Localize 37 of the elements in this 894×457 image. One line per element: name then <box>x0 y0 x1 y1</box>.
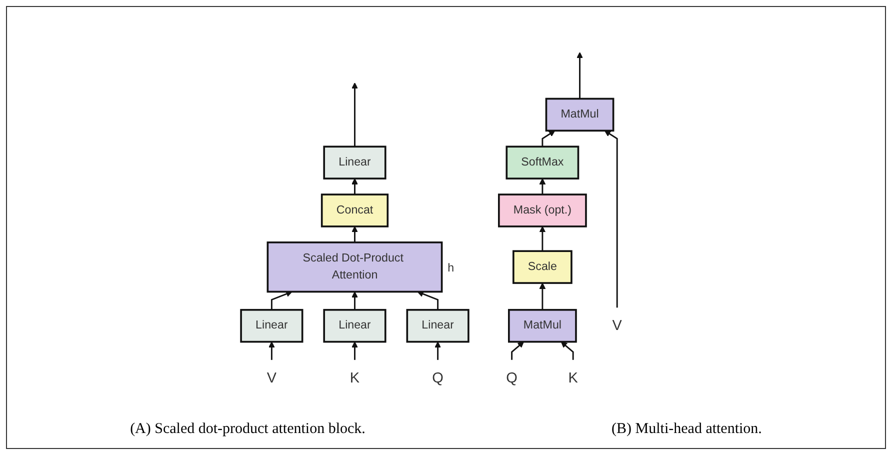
arrow <box>539 282 546 310</box>
arrow <box>352 178 358 194</box>
process-box: Linear <box>323 308 386 343</box>
arrow <box>511 342 524 360</box>
input-label: Q <box>432 370 444 386</box>
arrow <box>560 342 574 360</box>
input-label: V <box>612 318 622 334</box>
process-box: MatMul <box>545 98 614 132</box>
arrow <box>352 82 358 147</box>
process-box: Concat <box>320 194 389 228</box>
arrow <box>352 291 358 310</box>
arrow <box>539 226 546 252</box>
arrow <box>268 342 275 360</box>
process-box: Linear <box>323 146 386 180</box>
process-box: Scaled Dot-Product Attention <box>266 241 443 293</box>
process-box: Linear <box>240 308 304 343</box>
input-label: Q <box>506 370 518 386</box>
arrow <box>417 290 439 310</box>
process-box: SoftMax <box>506 146 580 180</box>
arrow <box>539 178 546 194</box>
process-box: Linear <box>406 308 470 343</box>
process-box: Scale <box>512 250 572 284</box>
figure-caption: (A) Scaled dot-product attention block. <box>130 421 366 438</box>
process-box: Mask (opt.) <box>498 194 587 228</box>
head-count-label: h <box>448 261 454 274</box>
arrow <box>270 290 292 310</box>
input-label: K <box>350 370 360 386</box>
arrow <box>576 52 583 99</box>
arrow <box>604 130 618 308</box>
arrow <box>352 342 358 360</box>
figure-caption: (B) Multi-head attention. <box>612 421 762 438</box>
arrow <box>434 342 441 360</box>
arrow <box>352 226 358 242</box>
process-box: MatMul <box>508 308 577 343</box>
arrow <box>542 130 556 147</box>
input-label: K <box>568 370 578 386</box>
input-label: V <box>266 370 277 386</box>
